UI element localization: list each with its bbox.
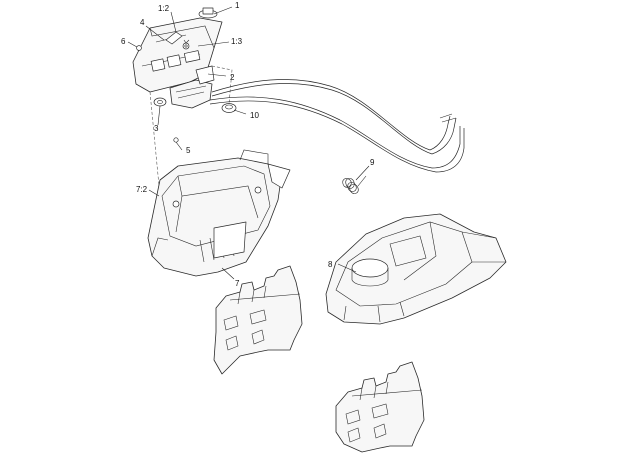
callout-9: 9 bbox=[370, 158, 375, 167]
callout-2: 2 bbox=[230, 73, 235, 82]
callout-10: 10 bbox=[250, 111, 259, 120]
deflector-part bbox=[325, 213, 507, 325]
assembly-line bbox=[149, 91, 161, 197]
callout-7-2: 7:2 bbox=[136, 185, 148, 194]
callout-1: 1 bbox=[235, 1, 240, 10]
callout-labels: 1 1:2 1:3 2 3 4 5 6 7 7:2 8 9 10 bbox=[121, 1, 375, 288]
control-cables bbox=[209, 79, 465, 173]
callout-7: 7 bbox=[235, 279, 240, 288]
callout-3: 3 bbox=[154, 124, 159, 133]
grommet-part bbox=[221, 103, 237, 113]
callout-5: 5 bbox=[186, 146, 191, 155]
seal-flap-part-2 bbox=[335, 361, 425, 453]
rear-housing-part bbox=[147, 149, 291, 277]
seal-flap-part bbox=[213, 265, 303, 375]
callout-4: 4 bbox=[140, 18, 145, 27]
washer-part bbox=[153, 97, 167, 107]
leader-lines bbox=[127, 6, 370, 280]
screw-part bbox=[136, 45, 142, 51]
callout-1-2: 1:2 bbox=[158, 4, 170, 13]
assembly-line-2 bbox=[211, 65, 233, 105]
spring-part bbox=[342, 175, 367, 194]
screw-part-5 bbox=[173, 137, 179, 143]
callout-1-3: 1:3 bbox=[231, 37, 243, 46]
callout-6: 6 bbox=[121, 37, 126, 46]
callout-8: 8 bbox=[328, 260, 333, 269]
